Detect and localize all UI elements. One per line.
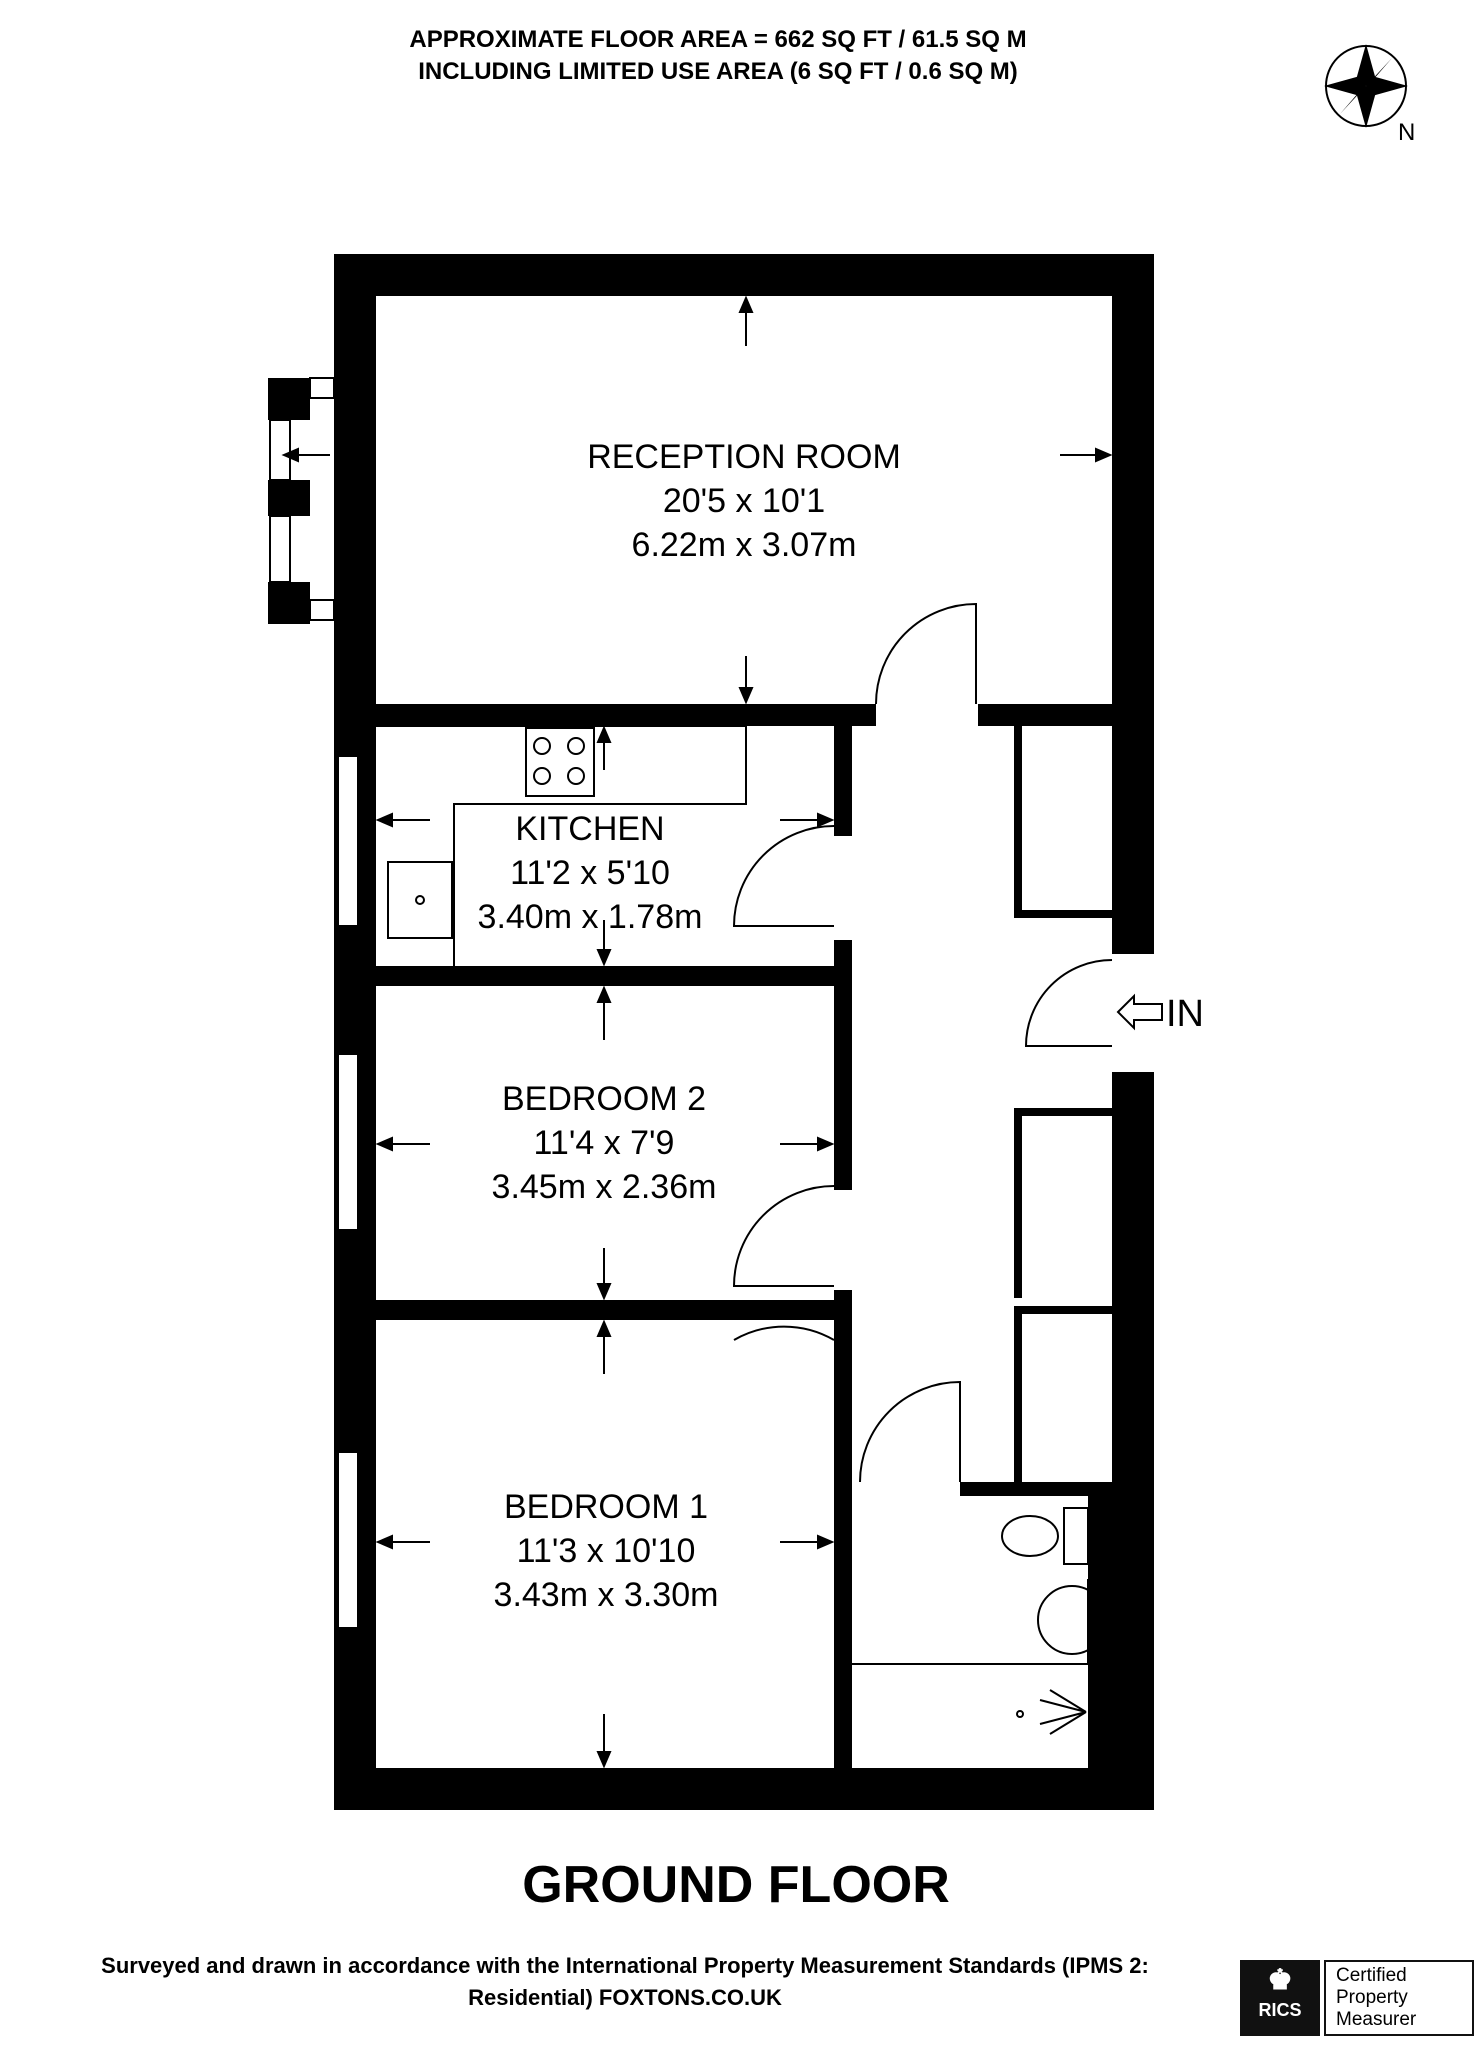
walls: [268, 254, 1154, 1810]
dimension-arrows: [281, 295, 1113, 1769]
windows: [269, 377, 359, 1629]
cert-line-2: Property: [1336, 1987, 1408, 2008]
bedroom1-metric: 3.43m x 3.30m: [494, 1576, 719, 1614]
floor-label: GROUND FLOOR: [522, 1856, 950, 1914]
rics-text: RICS: [1258, 2000, 1302, 2020]
entrance-label: IN: [1166, 993, 1204, 1035]
north-label: N: [1398, 119, 1415, 146]
toilet-icon: [1001, 1515, 1059, 1557]
cert-line-1: Certified: [1336, 1965, 1407, 1986]
sink-icon: [387, 861, 453, 939]
kitchen-metric: 3.40m x 1.78m: [478, 898, 703, 936]
compass-star-icon: [1324, 44, 1408, 128]
kitchen-imperial: 11'2 x 5'10: [510, 854, 670, 892]
cert-line-3: Measurer: [1336, 2009, 1417, 2030]
bedroom2-metric: 3.45m x 2.36m: [492, 1168, 717, 1206]
footer-line-2: Residential) FOXTONS.CO.UK: [468, 1985, 782, 2010]
footer-line-1: Surveyed and drawn in accordance with th…: [101, 1953, 1149, 1978]
limited-use-area-line: INCLUDING LIMITED USE AREA (6 SQ FT / 0.…: [418, 58, 1018, 85]
certified-measurer-badge: Certified Property Measurer: [1324, 1960, 1474, 2036]
bedroom2-name: BEDROOM 2: [502, 1080, 706, 1118]
survey-footer: Surveyed and drawn in accordance with th…: [0, 1950, 1250, 2014]
reception-imperial: 20'5 x 10'1: [663, 482, 825, 520]
reception-metric: 6.22m x 3.07m: [632, 526, 857, 564]
lion-icon: ♚: [1267, 1964, 1293, 1995]
shower-icon: [1039, 1689, 1087, 1735]
kitchen-fittings: [376, 725, 747, 966]
bedroom1-name: BEDROOM 1: [504, 1488, 708, 1526]
bedroom2-imperial: 11'4 x 7'9: [534, 1124, 675, 1162]
rics-logo: ♚ RICS: [1240, 1960, 1320, 2036]
floor-area-line: APPROXIMATE FLOOR AREA = 662 SQ FT / 61.…: [409, 26, 1027, 53]
hob-icon: [525, 727, 595, 797]
reception-name: RECEPTION ROOM: [587, 438, 901, 476]
bedroom1-imperial: 11'3 x 10'10: [517, 1532, 696, 1570]
doors: [732, 602, 1113, 1483]
kitchen-name: KITCHEN: [515, 810, 664, 848]
entrance-arrow-icon: [1116, 993, 1163, 1031]
floor-area-header: APPROXIMATE FLOOR AREA = 662 SQ FT / 61.…: [0, 24, 1484, 88]
basin-icon: [1037, 1585, 1107, 1655]
room-labels: RECEPTION ROOM 20'5 x 10'1 6.22m x 3.07m…: [478, 438, 901, 1614]
bathroom-fittings: [852, 1507, 1113, 1735]
